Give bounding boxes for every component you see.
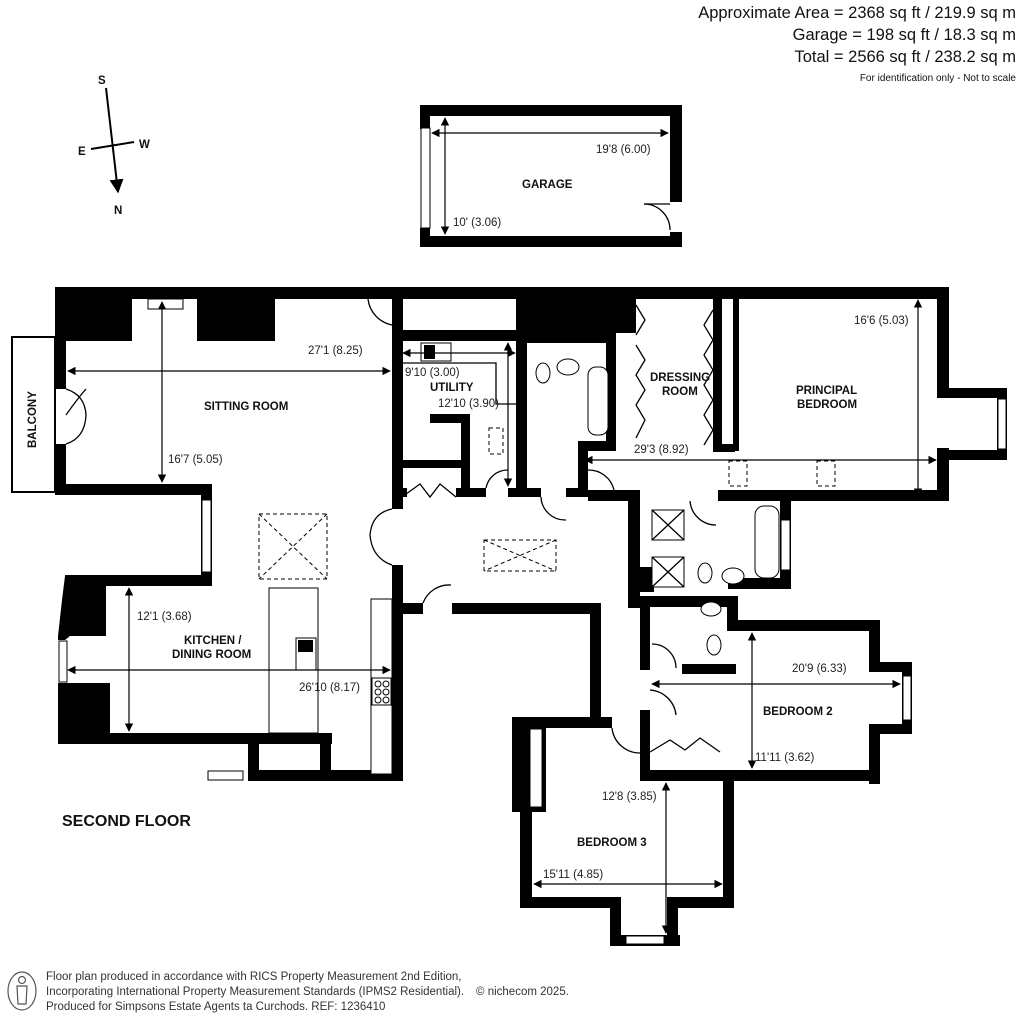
dressing-room-label-1: DRESSING [650, 372, 710, 384]
garage-area: Garage = 198 sq ft / 18.3 sq m [792, 26, 1016, 44]
bedroom3-label: BEDROOM 3 [577, 837, 647, 849]
fixtures [147, 298, 836, 775]
kitchen-dim-h: 12'1 (3.68) [137, 611, 192, 623]
kitchen-label-2: DINING ROOM [172, 649, 251, 661]
garage-label: GARAGE [522, 179, 573, 191]
garage-dim-w: 19'8 (6.00) [596, 144, 651, 156]
principal-bedroom-dim-h: 16'6 (5.03) [854, 315, 909, 327]
compass-icon: S E W N [78, 75, 150, 217]
copyright: © nichecom 2025. [476, 986, 569, 998]
kitchen-label-1: KITCHEN / [184, 635, 242, 647]
total-area: Total = 2566 sq ft / 238.2 sq m [794, 48, 1016, 66]
footer-line-1: Floor plan produced in accordance with R… [46, 971, 462, 983]
bedroom3-dim-h: 12'8 (3.85) [602, 791, 657, 803]
principal-bedroom-dim-w: 29'3 (8.92) [634, 444, 689, 456]
principal-bedroom-label-2: BEDROOM [797, 399, 857, 411]
bedroom3-dim-w: 15'11 (4.85) [543, 869, 603, 881]
compass-n: N [114, 205, 122, 217]
footer-line-2: Incorporating International Property Mea… [46, 986, 569, 998]
floor-title: SECOND FLOOR [62, 813, 191, 830]
balcony-label: BALCONY [27, 391, 39, 448]
footer: Floor plan produced in accordance with R… [6, 970, 569, 1015]
compass-w: W [139, 139, 150, 151]
utility-dim-h: 12'10 (3.90) [438, 398, 499, 410]
area-summary: Approximate Area = 2368 sq ft / 219.9 sq… [698, 2, 1016, 86]
utility-label: UTILITY [430, 382, 474, 394]
main-walls [11, 287, 1007, 946]
bedroom2-label: BEDROOM 2 [763, 706, 833, 718]
bedroom2-dim-h: 11'11 (3.62) [755, 752, 814, 764]
kitchen-dim-w: 26'10 (8.17) [299, 682, 360, 694]
dressing-room-label-2: ROOM [662, 386, 698, 398]
garage: GARAGE 19'8 (6.00) 10' (3.06) [420, 105, 682, 247]
sitting-room-label: SITTING ROOM [204, 401, 288, 413]
footer-line-3: Produced for Simpsons Estate Agents ta C… [46, 1001, 386, 1013]
sitting-room-dim-w: 27'1 (8.25) [308, 345, 363, 357]
compass-e: E [78, 146, 86, 158]
garage-dim-h: 10' (3.06) [453, 217, 501, 229]
bedroom2-dim-w: 20'9 (6.33) [792, 663, 847, 675]
room-labels: BALCONY SITTING ROOM 27'1 (8.25) 16'7 (5… [27, 315, 909, 881]
compass-s: S [98, 75, 106, 87]
dimension-lines [67, 299, 937, 934]
utility-dim-w: 9'10 (3.00) [405, 367, 460, 379]
scale-disclaimer: For identification only - Not to scale [859, 73, 1016, 84]
approximate-area: Approximate Area = 2368 sq ft / 219.9 sq… [698, 4, 1016, 22]
sitting-room-dim-h: 16'7 (5.05) [168, 454, 223, 466]
person-icon [7, 971, 37, 1011]
doors [65, 298, 721, 754]
principal-bedroom-label-1: PRINCIPAL [796, 385, 857, 397]
